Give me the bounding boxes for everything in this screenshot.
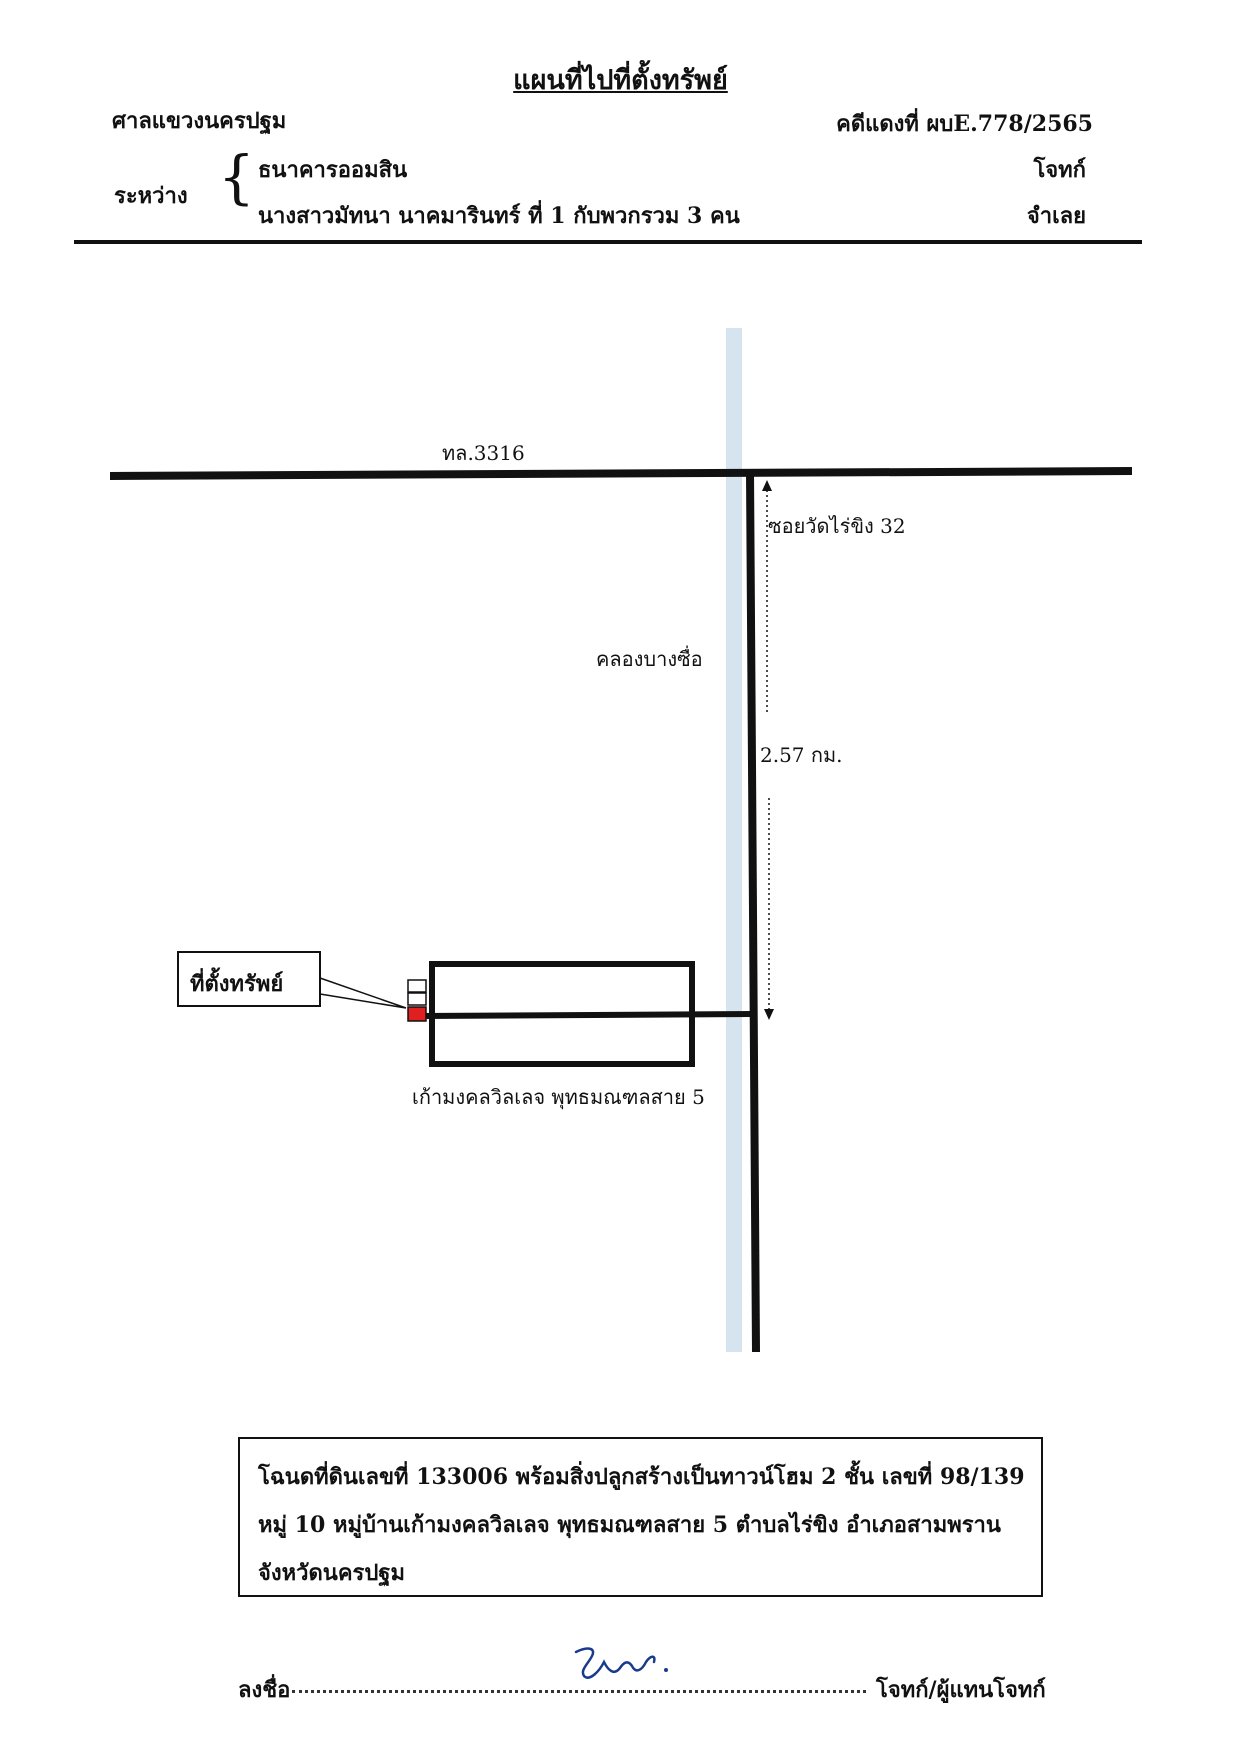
road-main-label: ทล.3316 <box>442 441 525 465</box>
road-main <box>109 467 1133 480</box>
case-number: คดีแดงที่ ผบE.778/2565 <box>836 111 1093 137</box>
property-info-box: โฉนดที่ดินเลขที่ 133006 พร้อมสิ่งปลูกสร้… <box>238 1437 1043 1597</box>
header-divider <box>74 240 1142 244</box>
property-callout-box <box>177 951 321 1007</box>
brace-icon: { <box>218 143 255 211</box>
callout-pointer <box>319 977 407 1009</box>
party-plaintiff: ธนาคารออมสิน <box>258 157 408 183</box>
distance-label: 2.57 กม. <box>760 743 843 767</box>
role-defendant: จำเลย <box>1026 203 1086 229</box>
house-unit-marker <box>407 992 427 1006</box>
house-unit-marker <box>407 979 427 993</box>
road-soi <box>746 471 760 1353</box>
signature-line <box>292 1690 866 1693</box>
between-label: ระหว่าง <box>114 183 188 209</box>
village-label: เก้ามงคลวิลเลจ พุทธมณฑลสาย 5 <box>412 1085 705 1110</box>
property-info-line: จังหวัดนครปฐม <box>258 1560 405 1586</box>
village-block <box>429 961 695 1067</box>
property-callout-label: ที่ตั้งทรัพย์ <box>190 967 283 997</box>
page-title: แผนที่ไปที่ตั้งทรัพย์ <box>513 65 728 96</box>
soi-label: ซอยวัดไร่ขิง 32 <box>768 514 906 538</box>
court-name: ศาลแขวงนครปฐม <box>112 108 287 134</box>
role-plaintiff: โจทก์ <box>1033 157 1086 183</box>
arrow-up-icon <box>762 480 772 491</box>
signature-label: ลงชื่อ <box>238 1677 291 1703</box>
party-defendant: นางสาวมัทนา นาคมารินทร์ ที่ 1 กับพวกรวม … <box>258 203 740 229</box>
property-info-line: โฉนดที่ดินเลขที่ 133006 พร้อมสิ่งปลูกสร้… <box>258 1464 1025 1490</box>
property-info-line: หมู่ 10 หมู่บ้านเก้ามงคลวิลเลจ พุทธมณฑลส… <box>258 1512 1001 1538</box>
arrow-down-icon <box>764 1009 774 1020</box>
handwritten-signature <box>574 1647 668 1679</box>
property-marker <box>407 1006 427 1022</box>
road-village <box>421 1011 753 1019</box>
canal-strip <box>726 328 742 1352</box>
canal-label: คลองบางซื่อ <box>596 645 703 671</box>
signature-role: โจทก์/ผู้แทนโจทก์ <box>876 1677 1046 1703</box>
